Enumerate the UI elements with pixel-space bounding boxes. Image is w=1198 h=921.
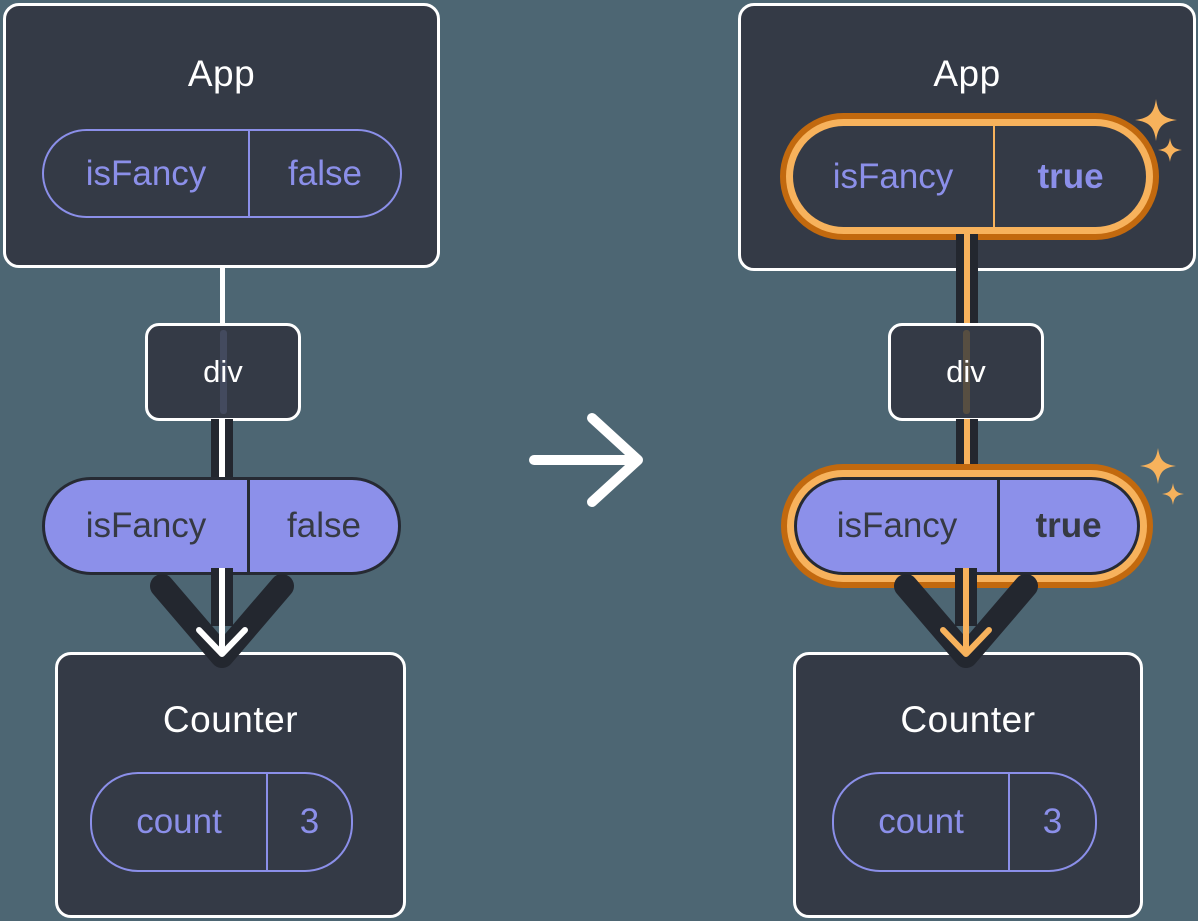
- pill-divider: [997, 480, 1000, 572]
- counter-state-pill: count 3: [832, 772, 1097, 872]
- edge-app-to-div: [220, 266, 225, 325]
- prop-key: isFancy: [836, 506, 958, 545]
- app-title: App: [187, 53, 256, 94]
- flow-arrow-icon: [150, 568, 294, 668]
- prop-pill-highlighted: isFancy true: [794, 477, 1140, 575]
- edge-div-to-prop-core: [219, 419, 225, 479]
- prop-key: isFancy: [85, 506, 207, 545]
- prop-value: false: [287, 506, 361, 545]
- pill-divider: [993, 126, 995, 227]
- pill-divider: [247, 480, 250, 572]
- flow-arrow-icon: [894, 568, 1038, 668]
- state-key: count: [878, 802, 964, 841]
- counter-title: Counter: [162, 699, 299, 740]
- app-state-pill-highlighted: isFancy true: [793, 126, 1146, 227]
- edge-div-to-prop-core: [964, 419, 970, 479]
- app-component-card: App isFancy true: [738, 3, 1196, 271]
- prop-pill: isFancy false: [42, 477, 401, 575]
- app-component-card: App isFancy false: [3, 3, 440, 268]
- app-title: App: [933, 53, 1001, 94]
- pill-divider: [248, 131, 250, 216]
- counter-component-card: Counter count 3: [793, 652, 1143, 918]
- edge-app-to-div-core: [964, 234, 970, 325]
- state-value: false: [288, 153, 362, 193]
- prop-value: true: [1035, 506, 1102, 545]
- div-node-card: div: [888, 323, 1044, 421]
- sparkles-icon: [1135, 99, 1182, 162]
- transition-arrow-icon: [529, 413, 643, 507]
- pill-divider: [1008, 774, 1010, 870]
- state-key: isFancy: [832, 156, 954, 196]
- state-key: isFancy: [85, 153, 207, 193]
- div-node-card: div: [145, 323, 301, 421]
- counter-title: Counter: [900, 699, 1036, 740]
- state-value: true: [1037, 156, 1104, 196]
- flow-line-ghost: [219, 330, 227, 414]
- flow-line-ghost: [962, 330, 970, 414]
- div-node-label: div: [946, 354, 986, 389]
- app-state-pill: isFancy false: [42, 129, 402, 218]
- pill-divider: [266, 774, 268, 870]
- counter-state-pill: count 3: [90, 772, 353, 872]
- state-value: 3: [1042, 802, 1063, 841]
- div-node-label: div: [203, 354, 243, 389]
- sparkles-icon: [1140, 448, 1184, 505]
- state-value: 3: [299, 802, 320, 841]
- state-key: count: [136, 802, 222, 841]
